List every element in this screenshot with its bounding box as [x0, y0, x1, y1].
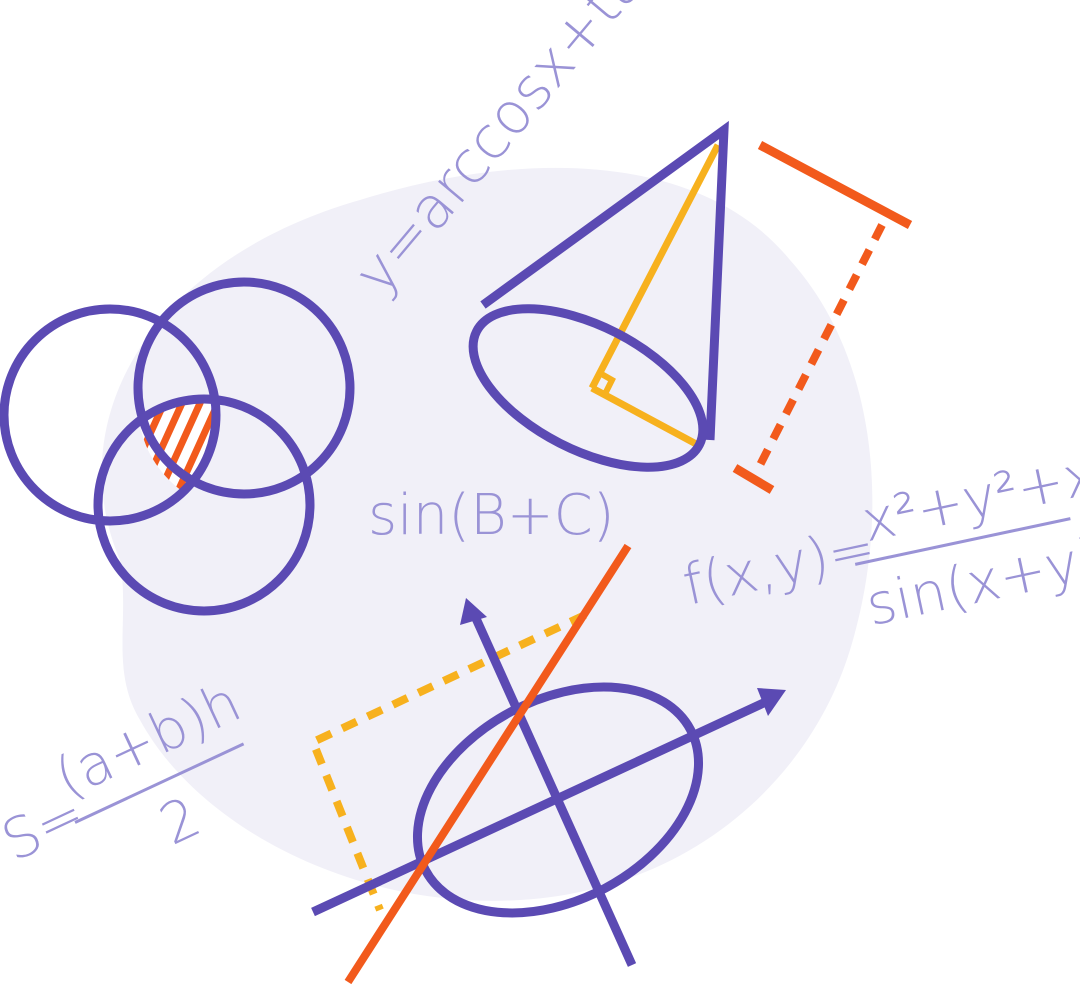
cone-outline: [480, 120, 729, 441]
formula-area-fraction-bar: [74, 742, 245, 824]
cone-icon: [468, 120, 729, 472]
x-axis-arrowhead: [757, 688, 786, 716]
ellipse-axes-icon: [307, 543, 786, 985]
height-bracket: [732, 141, 913, 494]
cone-base: [468, 304, 708, 472]
cone-height-line: [588, 143, 722, 390]
right-angle-marker: [596, 369, 616, 396]
y-axis-arrowhead: [460, 598, 487, 625]
cone-radius-line: [590, 384, 700, 449]
orange-diagonal-line: [344, 543, 632, 985]
formula-sin-b-c: sin(B+C): [368, 483, 615, 548]
formula-area-denominator: 2: [150, 784, 210, 858]
tilted-ellipse: [412, 682, 704, 918]
x-axis-line: [311, 695, 772, 917]
dashed-projection: [307, 611, 587, 912]
formula-fxy-fraction-bar: [854, 517, 1071, 566]
y-axis-line: [469, 612, 637, 967]
